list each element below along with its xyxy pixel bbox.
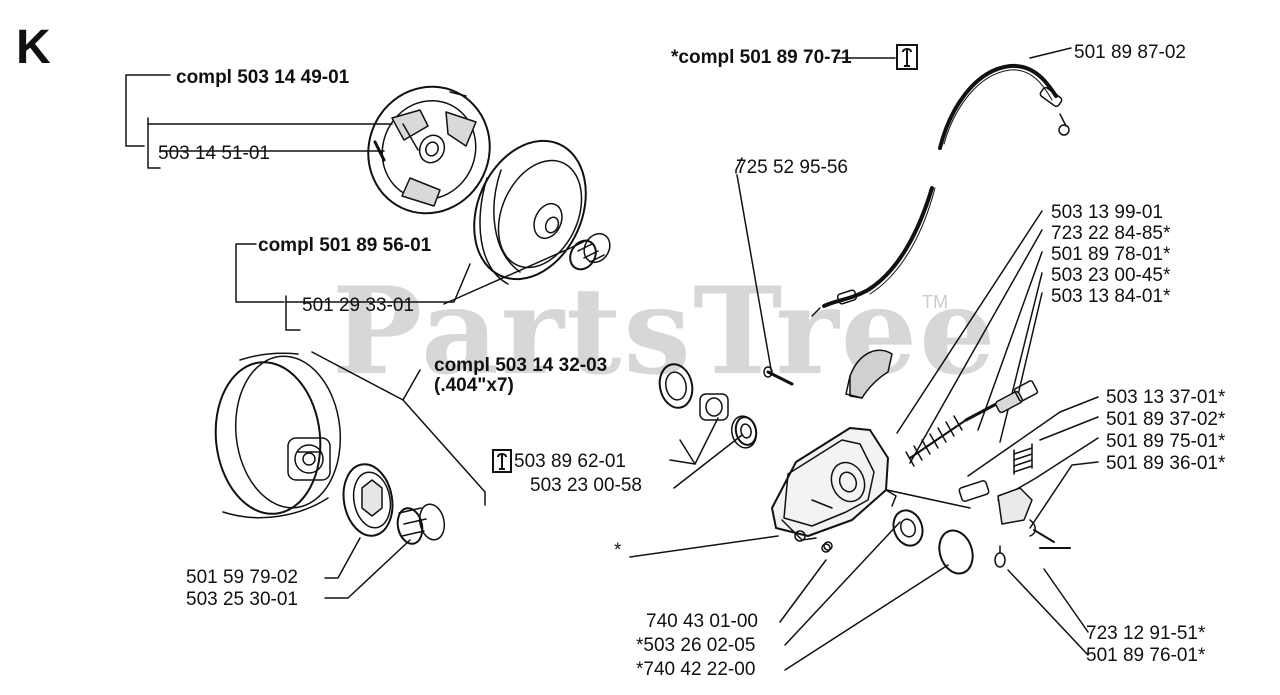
compl-label-503-14-32-03-sub: (.404"x7): [434, 375, 514, 396]
needle-bearing-bottom: [396, 503, 446, 545]
small-spring: [1013, 443, 1033, 475]
part-label-503-13-99-01: 503 13 99-01: [1051, 202, 1163, 223]
compl-label-501-89-70-71: *compl 501 89 70-71: [671, 47, 852, 68]
compl-label-503-14-49-01: compl 503 14 49-01: [176, 67, 350, 88]
part-label-503-89-62-01: 503 89 62-01: [514, 451, 626, 472]
oil-hose: [811, 63, 1070, 317]
clutch-drum: [473, 139, 587, 285]
small-ring-washer: [730, 415, 758, 449]
part-label-503-13-84-01: 503 13 84-01*: [1051, 286, 1171, 307]
drive-coupling: [658, 363, 758, 446]
rim-sprocket: [342, 463, 394, 537]
part-label-740-42-22-00: *740 42 22-00: [636, 659, 756, 680]
wrench-icon-top: [896, 44, 918, 70]
compl-label-501-89-56-01: compl 501 89 56-01: [258, 235, 432, 256]
seal-and-o-ring: [892, 509, 974, 575]
clutch-assembly: [367, 85, 491, 215]
bolt-725: [763, 366, 794, 386]
part-label-740-43-01-00: 740 43 01-00: [646, 611, 758, 632]
label-star: *: [614, 540, 622, 561]
part-label-501-89-87-02: 501 89 87-02: [1074, 42, 1186, 63]
part-label-503-14-51-01: 503 14 51-01: [158, 143, 270, 164]
part-label-723-12-91-51: 723 12 91-51*: [1086, 623, 1206, 644]
part-label-501-89-78-01: 501 89 78-01*: [1051, 244, 1171, 265]
part-label-503-25-30-01: 503 25 30-01: [186, 589, 298, 610]
part-label-501-89-37-02: 501 89 37-02*: [1106, 409, 1226, 430]
needle-bearing-top: [569, 232, 611, 271]
compl-label-503-14-32-03: compl 503 14 32-03: [434, 355, 608, 376]
pump-cover: [845, 349, 893, 399]
part-label-501-29-33-01: 501 29 33-01: [302, 295, 414, 316]
adjusting-parts: [958, 480, 1071, 568]
wrench-icon-middle: [492, 449, 512, 473]
rim-sprocket-drum: [214, 352, 342, 519]
part-label-503-23-00-58: 503 23 00-58: [530, 475, 642, 496]
part-label-723-22-84-85: 723 22 84-85*: [1051, 223, 1171, 244]
part-label-725-52-95-56: 725 52 95-56: [736, 157, 848, 178]
part-label-503-23-00-45: 503 23 00-45*: [1051, 265, 1171, 286]
watermark-trademark: TM: [922, 292, 948, 312]
section-letter: K: [16, 21, 51, 74]
part-label-501-59-79-02: 501 59 79-02: [186, 567, 298, 588]
part-label-501-89-76-01: 501 89 76-01*: [1086, 645, 1206, 666]
spring-plunger: [905, 380, 1039, 467]
oil-pump-housing: [771, 427, 897, 551]
part-label-501-89-75-01: 501 89 75-01*: [1106, 431, 1226, 452]
part-label-503-13-37-01: 503 13 37-01*: [1106, 387, 1226, 408]
tiny-plug: [821, 543, 831, 553]
part-label-503-26-02-05: *503 26 02-05: [636, 635, 756, 656]
leader-lines: [125, 47, 1099, 671]
part-label-501-89-36-01: 501 89 36-01*: [1106, 453, 1226, 474]
